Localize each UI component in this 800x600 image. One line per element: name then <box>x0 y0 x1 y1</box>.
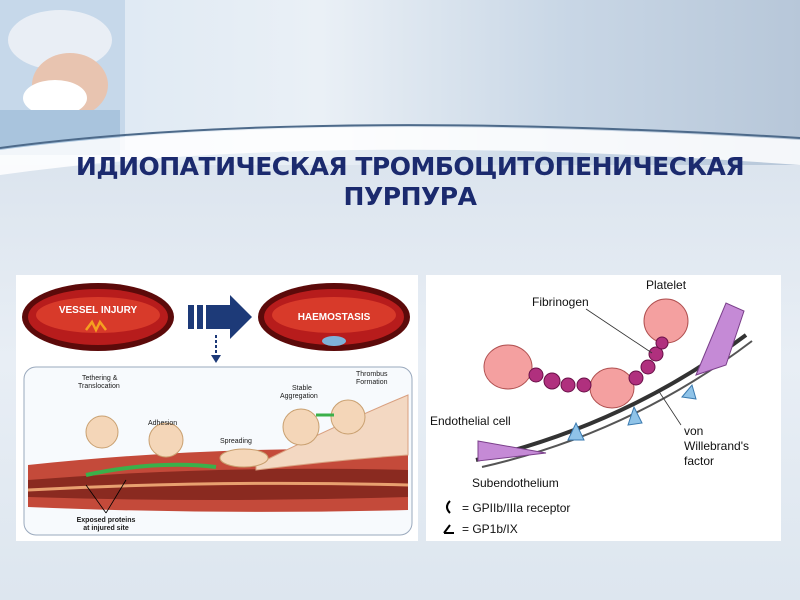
vwf-label-2: Willebrand's <box>684 439 749 453</box>
legend-gp1b: = GP1b/IX <box>462 522 518 536</box>
adhesion-label: Adhesion <box>148 420 177 427</box>
fibrinogen-chain <box>528 336 669 393</box>
platelet-shape-1 <box>483 344 533 390</box>
arrow-right-icon <box>188 295 252 363</box>
vessel-injury-oval: VESSEL INJURY <box>22 283 174 351</box>
endothelial-cell-label: Endothelial cell <box>430 414 511 428</box>
subendothelium-label: Subendothelium <box>472 476 559 490</box>
thrombus-label-2: Formation <box>356 379 388 386</box>
platelet-adhesion-diagram: Platelet Fibrinogen Endothelial cell von… <box>430 278 753 536</box>
tethering-label-1: Tethering & <box>82 375 118 382</box>
exposed-label-1: Exposed proteins <box>77 517 136 524</box>
haemostasis-label: HAEMOSTASIS <box>298 312 371 323</box>
legend-gpiib: = GPIIb/IIIa receptor <box>462 501 570 515</box>
haemostasis-figure: VESSEL INJURY HAEMOSTASIS <box>16 275 418 541</box>
thrombus-label-1: Thrombus <box>356 371 388 378</box>
exposed-label-2: at injured site <box>83 525 129 532</box>
endothelial-cell-shape-2 <box>695 302 745 376</box>
haemostasis-illustration: VESSEL INJURY HAEMOSTASIS <box>22 283 413 536</box>
platelet-label: Platelet <box>646 278 687 292</box>
platelet-adhesion-figure: Platelet Fibrinogen Endothelial cell von… <box>426 275 781 541</box>
surgeon-image <box>0 0 125 155</box>
title-line-1: ИДИОПАТИЧЕСКАЯ ТРОМБОЦИТОПЕНИЧЕСКАЯ <box>75 152 745 181</box>
swoosh-line <box>0 124 800 149</box>
fibrinogen-label: Fibrinogen <box>532 295 589 309</box>
platelet-process-panel: Tethering & Translocation Adhesion Sprea… <box>23 366 413 536</box>
platelet-shape-3 <box>643 298 689 344</box>
platelet-shape-2 <box>589 367 635 409</box>
title-line-2: ПУРПУРА <box>343 182 477 211</box>
spreading-label: Spreading <box>220 438 252 445</box>
page-title: ИДИОПАТИЧЕСКАЯ ТРОМБОЦИТОПЕНИЧЕСКАЯ ПУРП… <box>60 152 760 212</box>
stable-label-2: Aggregation <box>280 393 318 400</box>
gp1b-icon <box>443 524 454 534</box>
stable-label-1: Stable <box>292 385 312 392</box>
vwf-label-1: von <box>684 424 703 438</box>
gpiib-receptor-icon <box>446 500 451 514</box>
haemostasis-oval: HAEMOSTASIS <box>258 283 410 351</box>
vessel-injury-label: VESSEL INJURY <box>59 305 138 316</box>
tethering-label-2: Translocation <box>78 383 120 390</box>
vwf-label-3: factor <box>684 454 714 468</box>
swoosh-white <box>0 127 800 175</box>
endothelial-cell-shape <box>477 440 547 462</box>
